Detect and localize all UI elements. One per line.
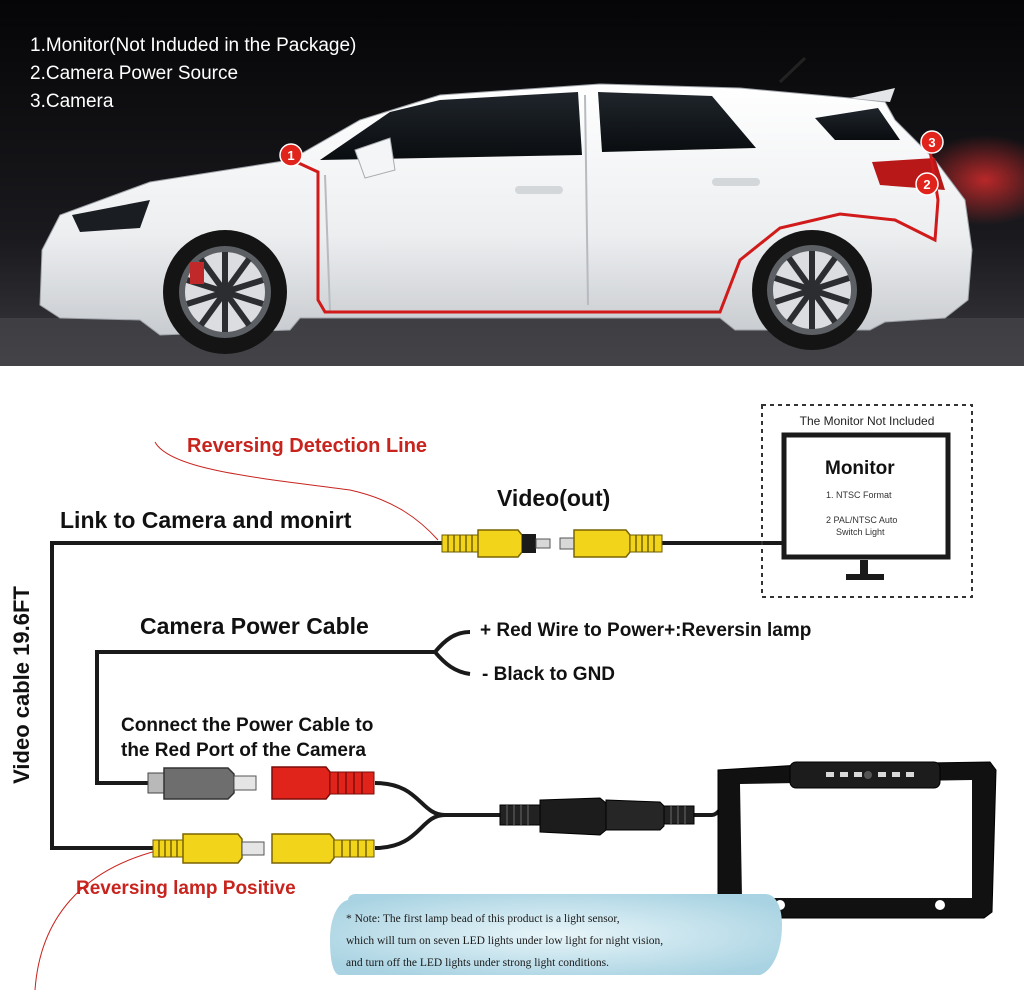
video-connector-male xyxy=(559,529,663,558)
power-connector-red xyxy=(271,766,375,800)
monitor-item-pal-line2: Switch Light xyxy=(836,527,885,537)
red-wire-label: + Red Wire to Power+:Reversin lamp xyxy=(480,620,812,641)
power-cable-lines xyxy=(95,630,471,785)
note-line1: * Note: The first lamp bead of this prod… xyxy=(346,913,620,925)
rear-wheel xyxy=(752,230,872,350)
monitor-item-pal-line1: 2 PAL/NTSC Auto xyxy=(826,515,897,525)
legend-item-power-source: 2.Camera Power Source xyxy=(30,63,238,84)
monitor-caption: The Monitor Not Included xyxy=(800,414,935,428)
note-bubble xyxy=(330,894,782,975)
marker-1-label: 1 xyxy=(287,148,294,163)
marker-3-label: 3 xyxy=(928,135,935,150)
connect-power-label-line1: Connect the Power Cable to xyxy=(121,715,374,736)
video-connector-female xyxy=(441,529,551,558)
lamp-connector-left xyxy=(152,833,265,864)
reversing-lamp-pointer xyxy=(34,849,161,991)
reversing-detection-label: Reversing Detection Line xyxy=(187,435,428,457)
marker-1: 1 xyxy=(279,143,303,167)
black-wire-label: - Black to GND xyxy=(482,664,616,685)
reversing-detection-pointer xyxy=(154,441,439,541)
note-line3: and turn off the LED lights under strong… xyxy=(346,957,609,969)
power-cable-label: Camera Power Cable xyxy=(140,613,369,639)
lamp-connector-right xyxy=(271,833,375,864)
marker-3: 3 xyxy=(920,130,944,154)
note-text: * Note: The first lamp bead of this prod… xyxy=(346,908,776,974)
video-cable-label: Video cable 19.6FT xyxy=(9,586,34,784)
front-wheel xyxy=(163,230,287,354)
connect-power-label-line2: the Red Port of the Camera xyxy=(121,740,366,761)
note-line2: which will turn on seven LED lights unde… xyxy=(346,935,664,947)
car-illustration xyxy=(39,56,973,354)
marker-2: 2 xyxy=(915,172,939,196)
reversing-lamp-label: Reversing lamp Positive xyxy=(76,878,296,899)
power-connector-gray xyxy=(147,767,257,800)
legend-item-monitor: 1.Monitor(Not Induded in the Package) xyxy=(30,35,356,56)
camera-cable-connector xyxy=(499,797,695,836)
connect-power-label: Connect the Power Cable to the Red Port … xyxy=(121,713,373,763)
monitor-title: Monitor xyxy=(825,458,895,479)
legend-item-camera: 3.Camera xyxy=(30,91,114,112)
link-label: Link to Camera and monirt xyxy=(60,507,352,533)
video-out-label: Video(out) xyxy=(497,485,611,511)
routing-wire xyxy=(291,149,940,314)
video-cable-lines xyxy=(50,541,790,850)
monitor-box xyxy=(761,404,973,598)
monitor-item-ntsc: 1. NTSC Format xyxy=(826,490,892,500)
marker-2-label: 2 xyxy=(923,177,930,192)
